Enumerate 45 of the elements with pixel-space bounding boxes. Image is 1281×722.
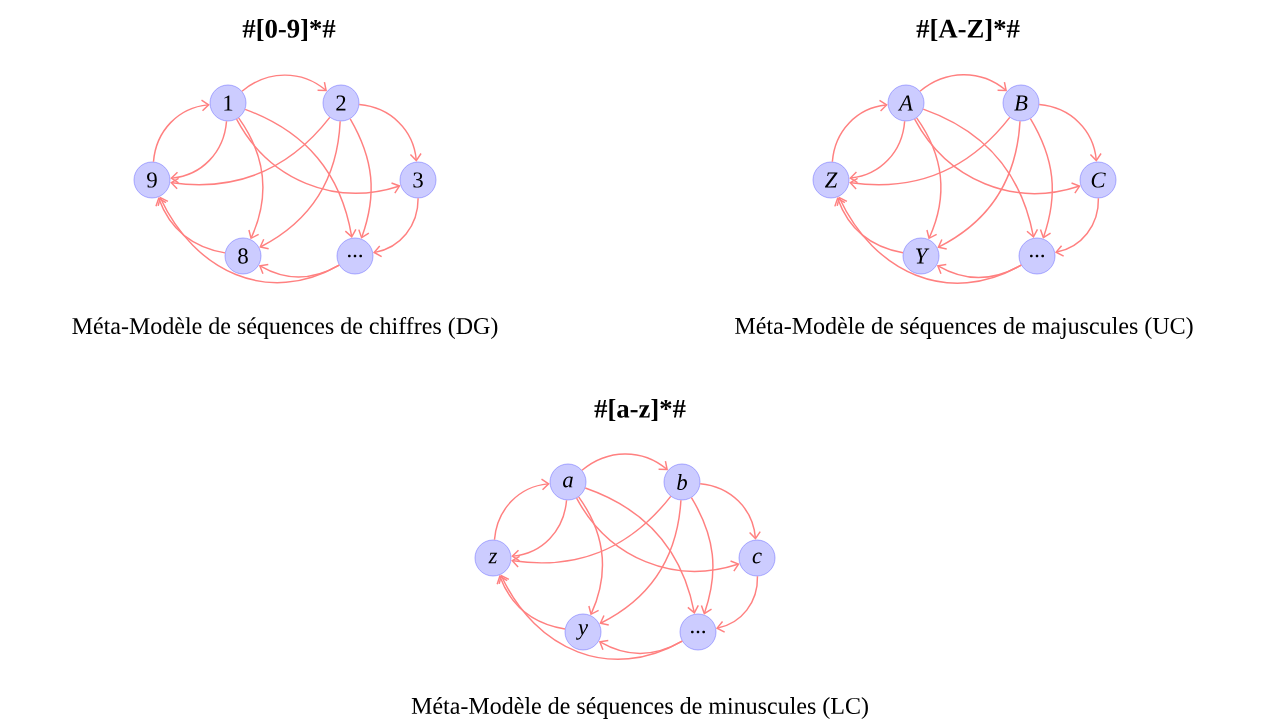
arrow — [235, 118, 401, 194]
arrow — [849, 120, 906, 184]
arrow — [496, 575, 566, 630]
arrow — [244, 108, 357, 238]
arrow — [349, 118, 372, 239]
arrow — [155, 197, 226, 254]
arrow — [372, 197, 419, 258]
arrow — [922, 108, 1039, 239]
graph-caption: Méta-Modèle de séquences de majuscules (UC) — [735, 317, 1193, 339]
graph-caption: Méta-Modèle de séquences de chiffres (DG) — [72, 317, 498, 339]
arrow — [699, 482, 761, 540]
arrow — [849, 116, 1011, 190]
arrow — [584, 487, 700, 615]
arrow — [919, 74, 1008, 92]
arrow — [237, 117, 264, 240]
arrow — [715, 575, 759, 633]
arrow — [913, 118, 1081, 195]
arrow — [831, 99, 888, 163]
arrow — [937, 120, 1021, 250]
arrow — [834, 197, 904, 254]
arrow — [511, 495, 672, 568]
arrow — [170, 120, 228, 184]
arrow — [599, 499, 682, 626]
arrow — [241, 74, 328, 92]
arrow — [1038, 103, 1102, 162]
arrow — [493, 478, 550, 541]
arrow — [358, 103, 422, 162]
graph-title: #[a-z]*# — [594, 398, 686, 422]
arrow — [511, 499, 568, 562]
arrow — [157, 196, 340, 284]
arrow — [836, 196, 1022, 284]
graph-title: #[0-9]*# — [242, 18, 336, 42]
graph-title: #[A-Z]*# — [916, 18, 1020, 42]
graph-caption: Méta-Modèle de séquences de minuscules (LC) — [411, 697, 868, 719]
arrow — [498, 574, 683, 660]
arrow — [690, 496, 714, 615]
arrow — [915, 117, 942, 240]
arrow — [1029, 117, 1054, 239]
arrow — [575, 497, 740, 572]
arrow — [259, 120, 341, 250]
arrow — [1054, 197, 1100, 257]
arrow — [577, 496, 604, 616]
arrow — [152, 99, 210, 163]
arrow — [170, 116, 331, 190]
arrow — [581, 453, 669, 471]
